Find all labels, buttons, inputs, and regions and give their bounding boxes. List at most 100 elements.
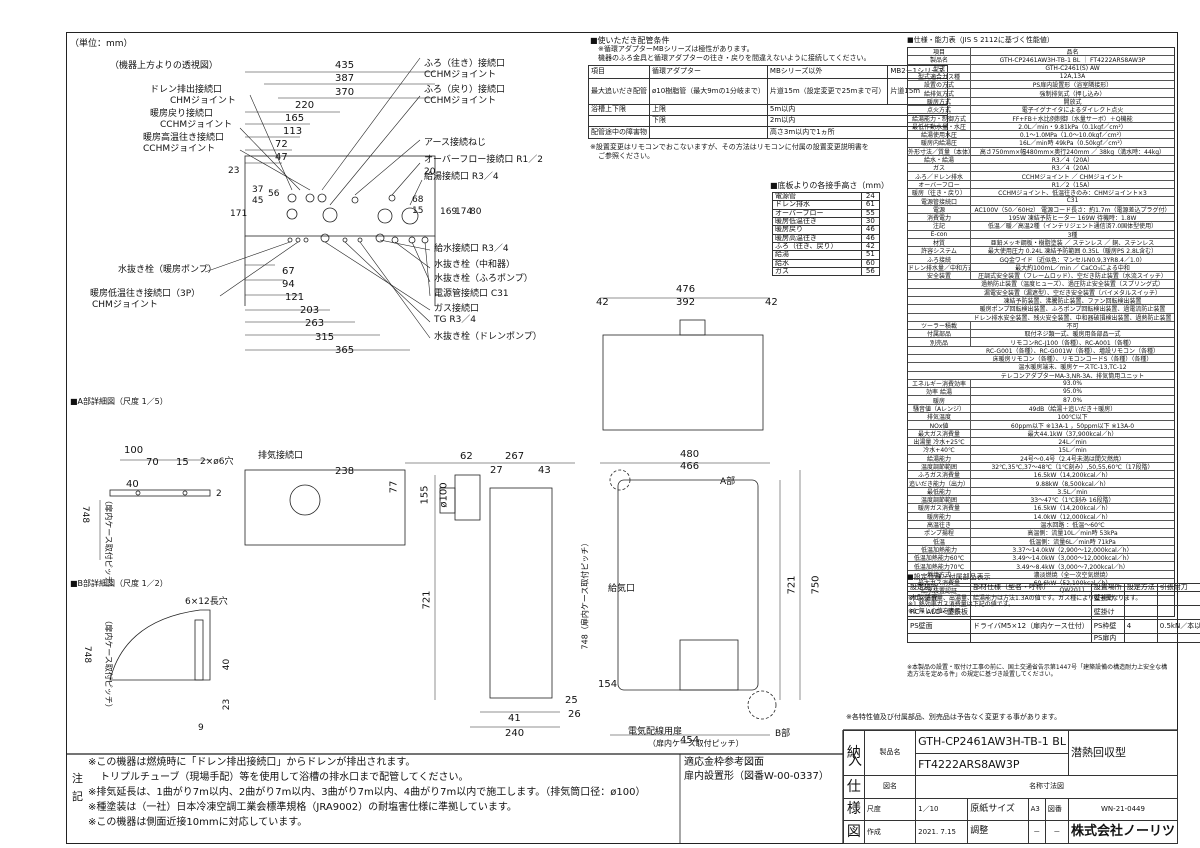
ct-r0c1: ø10樹脂管（最大9mの1分岐まで） [649, 78, 768, 105]
label-drain-neutral: 水抜き栓（中和器） [434, 260, 516, 270]
note-5: ※この機器は側面近接10mmに対応しています。 [88, 817, 308, 828]
label-part-a: A部 [720, 477, 736, 487]
dim-748b: 748 [82, 645, 93, 664]
it-r2c0: RC・ALC・壁鉄板 [907, 605, 971, 621]
spec-row: 漏電安全装置（漏遮型）、空だき安全装置（バイメタルスイッチ） [908, 289, 1174, 297]
dim-72: 72 [275, 139, 288, 150]
spec-value: CCHMジョイント ／ CHMジョイント [1021, 173, 1124, 181]
spec-value: 195W 凍結予防ヒーター 169W 待機時：1.8W [1008, 215, 1137, 223]
dim-240: 240 [505, 728, 525, 739]
dim-41: 41 [508, 713, 521, 724]
spec-label: 暖房 [908, 395, 971, 405]
ht-val: 51 [860, 250, 881, 260]
spec-label: 燃焼方式 [908, 569, 971, 579]
dim-43: 43 [538, 465, 551, 476]
spec-value: 16.5kW（14,200kcal／h） [1033, 472, 1112, 480]
spec-value: 3種 [1067, 231, 1078, 239]
tb-product-1: GTH-CP2461AW3H-TB-1 BL [915, 730, 1069, 754]
ct-col0: 項目 [588, 65, 650, 79]
ht-name: ドレン排水 [772, 200, 862, 210]
spec-label: 最大ガス消費量 [908, 428, 971, 438]
tb-date-label: 作成 [863, 820, 917, 844]
dim-365: 365 [335, 345, 355, 356]
spec-label: 低温加熱能力60℃ [908, 553, 971, 563]
spec-value: テレコンアダプターMA-3,NR-3A、排気筒用ユニット [1000, 372, 1145, 380]
spec-label: 電源 [908, 204, 971, 214]
spec-value: 49dB（給湯＋追いだき＋暖房） [1028, 405, 1117, 413]
spec-label: 騒音値（Aレンジ） [908, 403, 971, 413]
spec-value: GTH-CP2461AW3H-TB-1 BL ｜ FT4222ARS8AW3P [999, 57, 1146, 65]
note-4: ※種塗装は（一社）日本冷凍空調工業会標準規格（JRA9002）の耐塩害仕様に準拠… [88, 802, 517, 813]
spec-row: 外形寸法／質量（本体）高さ750mm×幅480mm×奥行240mm ／ 38kg… [908, 146, 1174, 156]
spec-row: 追いだき能力（出力）9.88kW（8,500kcal／h） [908, 478, 1174, 488]
ht-val: 55 [860, 208, 881, 219]
spec-row: 高温往き温水回路 ：低温～60℃ [908, 520, 1174, 530]
dim-721-side: 721 [421, 590, 433, 610]
spec-value: 16.5kW（14,200kcal／h） [1033, 505, 1112, 513]
spec-value: CCHMジョイント、低温往きのみ：CHMジョイント×3 [998, 190, 1147, 198]
spec-value: AC100V（50／60Hz） 電源コード長さ：約1.7m（電源差込プラグ付） [974, 206, 1171, 214]
spec-value: 温水回路 ：低温～60℃ [1040, 522, 1105, 530]
ref-title: 適応金枠参考図面 [684, 757, 764, 768]
spec-row: 凍結予防装置、沸騰防止装置、ファン回転検出装置 [908, 297, 1174, 306]
spec-row: 燃焼方式濃淡燃焼（全一次空気燃焼） [908, 569, 1174, 579]
label-drain-pump: 水抜き栓（ドレンポンプ） [434, 332, 542, 342]
conditions-line-2: 機器のふろ金具と循環アダプターの往き・戻りを間違えないように接続してください。 [598, 54, 871, 62]
spec-value: 高温側：流量10L／min時 53kPa [1027, 530, 1118, 538]
spec-row: 最大ガス消費量最大44.1kW（37,900kcal／h） [908, 428, 1174, 438]
install-table: 設定場所部材仕様（型名・呼称）設置場所設定方法引張耐力 木製壁面壁掛け RC・A… [907, 582, 1200, 644]
ht-name: 給湯 [772, 250, 862, 260]
dim-165: 165 [285, 113, 305, 124]
detail-a-title: ■A部詳細図（尺度 1／5） [70, 397, 168, 406]
it-r0c2: 壁掛け [1090, 591, 1125, 607]
spec-label: 外形寸法／質量（本体） [908, 146, 971, 156]
leader-lines [204, 57, 431, 339]
spec-row: 項目品名 [908, 47, 1174, 57]
dim-hole-a: 2×ø6穴 [200, 457, 234, 467]
top-dim-lines [245, 71, 435, 351]
dim-40b: 40 [222, 658, 233, 671]
it-r4c1: ドライバM5×12（扉内ケース仕付） [969, 619, 1092, 635]
label-heat-return: 暖房戻り接続口 [150, 109, 214, 119]
spec-value: 2.0L／min・9.81kPa（0.1kgf／cm²） [1018, 123, 1127, 131]
dim-238: 238 [335, 466, 355, 477]
ht-val: 46 [860, 233, 881, 244]
tb-type: 潜熱回収型 [1067, 729, 1179, 777]
label-water: 給水接続口 R3／4 [434, 244, 509, 254]
it-r2c2: 壁掛け [1090, 605, 1125, 621]
spec-label: 材質 [908, 237, 971, 247]
label-wiring-door: 電気配線用扉 [628, 727, 683, 737]
dim-721-front: 721 [786, 575, 798, 595]
it-r5c2: PS扉内 [1090, 633, 1125, 644]
spec-value: 3.5L／min [1057, 488, 1088, 496]
unit-label: （単位：mm） [70, 39, 133, 49]
dim-387: 387 [335, 73, 355, 84]
spec-row: 床暖房リモコン（各種）、リモコンコードS（各種）（各種） [908, 355, 1174, 364]
it-r0c0: 木製壁面 [907, 591, 971, 607]
spec-value: 品名 [1066, 49, 1079, 57]
spec-label: 電源管接続口 [908, 196, 971, 206]
note-1: ※この機器は燃焼時に「ドレン排出接続口」からドレンが排出されます。 [88, 757, 416, 768]
spec-label: 給排気方式 [908, 88, 971, 98]
it-r4c2: PS枠壁 [1090, 619, 1125, 635]
tb-dash-2: － [1044, 820, 1069, 844]
spec-value: 16L／min時 49kPa（0.50kgf／cm²） [1019, 140, 1126, 148]
ct-r2c0 [588, 115, 650, 127]
spec-label: 暖房方式 [908, 96, 971, 106]
dim-25: 25 [565, 695, 578, 706]
dim-466: 466 [680, 461, 700, 472]
dim-263: 263 [305, 318, 325, 329]
tb-product-2: FT4222ARS8AW3P [915, 752, 1069, 777]
tb-num: WN-21-0449 [1067, 797, 1179, 822]
spec-row: ツーラー積載不可 [908, 320, 1174, 331]
spec-label: 効率 給湯 [908, 387, 971, 397]
dim-56: 56 [268, 189, 280, 199]
